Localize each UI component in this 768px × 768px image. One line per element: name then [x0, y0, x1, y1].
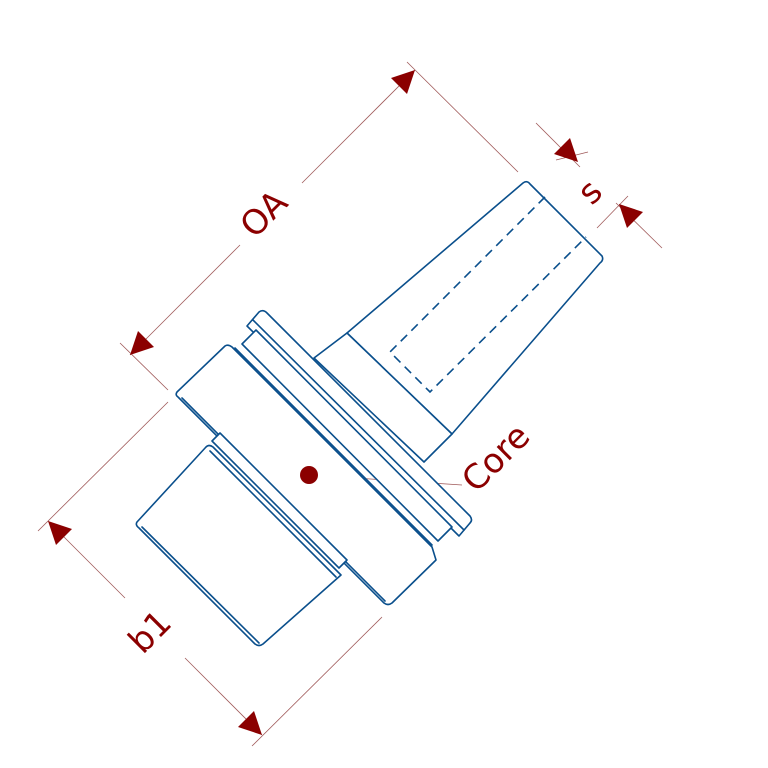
internal-bore-hidden [388, 196, 587, 394]
collar-step [211, 432, 348, 569]
oa-label: OA [233, 183, 296, 246]
s-arrow-bottom [619, 204, 643, 228]
flange-front-edge [234, 347, 433, 546]
taper-shank [346, 180, 604, 435]
flange-groove [241, 329, 453, 542]
s-label: s [570, 172, 611, 213]
flange-back [246, 309, 473, 537]
oa-extension-line-bottom [119, 342, 169, 391]
core-label: Core [454, 416, 538, 500]
core-point [300, 466, 318, 484]
b1-label: b1 [121, 603, 180, 662]
flange-back-edge [252, 319, 465, 531]
b1-extension-line-right [251, 616, 383, 747]
oa-dimension-line-lower [129, 244, 241, 356]
dimension-lines [37, 61, 663, 747]
oa-arrow-bottom [130, 331, 154, 355]
front-body-edge [141, 526, 260, 644]
s-dimension-line-bottom [596, 195, 629, 229]
oa-arrow-top [391, 70, 415, 94]
tool-holder [135, 180, 604, 647]
neck [313, 332, 453, 463]
oa-extension-line-top [406, 61, 519, 173]
front-body-edge-top [209, 450, 337, 578]
oa-dimension-line-upper [301, 69, 416, 184]
b1-arrow-left [48, 521, 72, 545]
front-body [135, 444, 342, 647]
b1-arrow-right [238, 711, 262, 735]
s-arrow-top [554, 138, 578, 162]
b1-extension-line-left [37, 401, 169, 532]
